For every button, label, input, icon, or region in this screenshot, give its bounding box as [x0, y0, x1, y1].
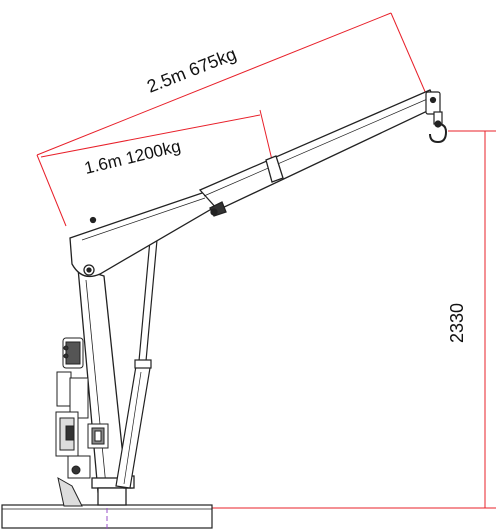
hook-height-label: 2330 — [447, 303, 467, 343]
hook-assembly — [425, 91, 448, 144]
outer-reach-dimension-line — [36, 12, 392, 156]
hydraulic-ram — [115, 231, 160, 489]
inner-reach-label: 1.6m 1200kg — [82, 136, 182, 177]
boom-inner — [69, 191, 221, 278]
dimension-lines — [36, 12, 496, 509]
outer-reach-tick-left — [36, 154, 67, 227]
inner-reach-tick-right — [259, 109, 273, 161]
motor-unit — [55, 337, 109, 507]
outer-reach-label: 2.5m 675kg — [144, 44, 239, 97]
inner-reach-dimension-line — [40, 114, 261, 158]
boom-outer — [198, 89, 439, 217]
